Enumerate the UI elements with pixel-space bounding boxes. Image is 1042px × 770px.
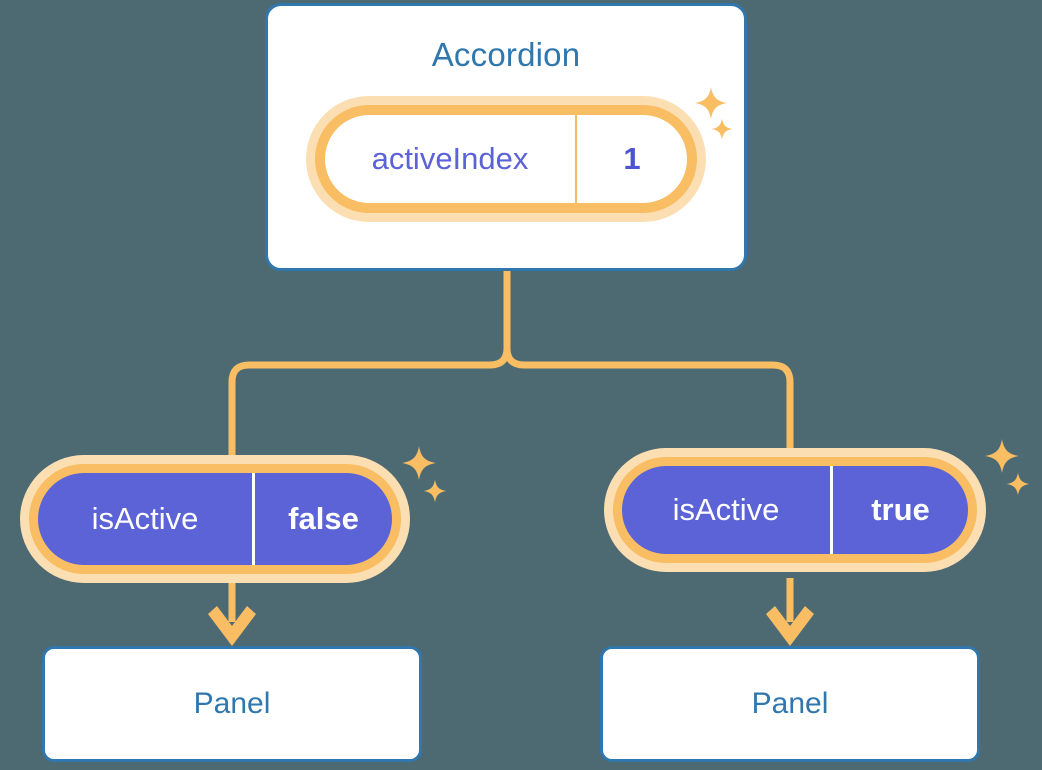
activeindex-pill[interactable]: activeIndex 1 xyxy=(325,115,687,203)
activeindex-pill-value: 1 xyxy=(575,115,687,203)
right-panel-card[interactable]: Panel xyxy=(600,646,980,762)
left-panel-label: Panel xyxy=(193,687,271,720)
left-panel-card[interactable]: Panel xyxy=(42,646,422,762)
right-panel-label: Panel xyxy=(751,687,829,720)
activeindex-pill-key: activeIndex xyxy=(371,141,529,176)
right-isactive-pill-key: isActive xyxy=(672,492,780,527)
connector-arm-right xyxy=(503,347,794,460)
right-isactive-pill[interactable]: isActive true xyxy=(622,466,968,554)
left-isactive-pill-key: isActive xyxy=(91,501,199,536)
accordion-title: Accordion xyxy=(431,36,581,73)
left-isactive-pill-value: false xyxy=(252,473,392,565)
right-isactive-pill-value: true xyxy=(830,466,968,554)
connector-arm-left xyxy=(228,347,511,460)
left-isactive-pill[interactable]: isActive false xyxy=(38,473,392,565)
arrow-down-icon-left xyxy=(208,606,256,646)
arrow-down-icon-right xyxy=(766,606,814,646)
